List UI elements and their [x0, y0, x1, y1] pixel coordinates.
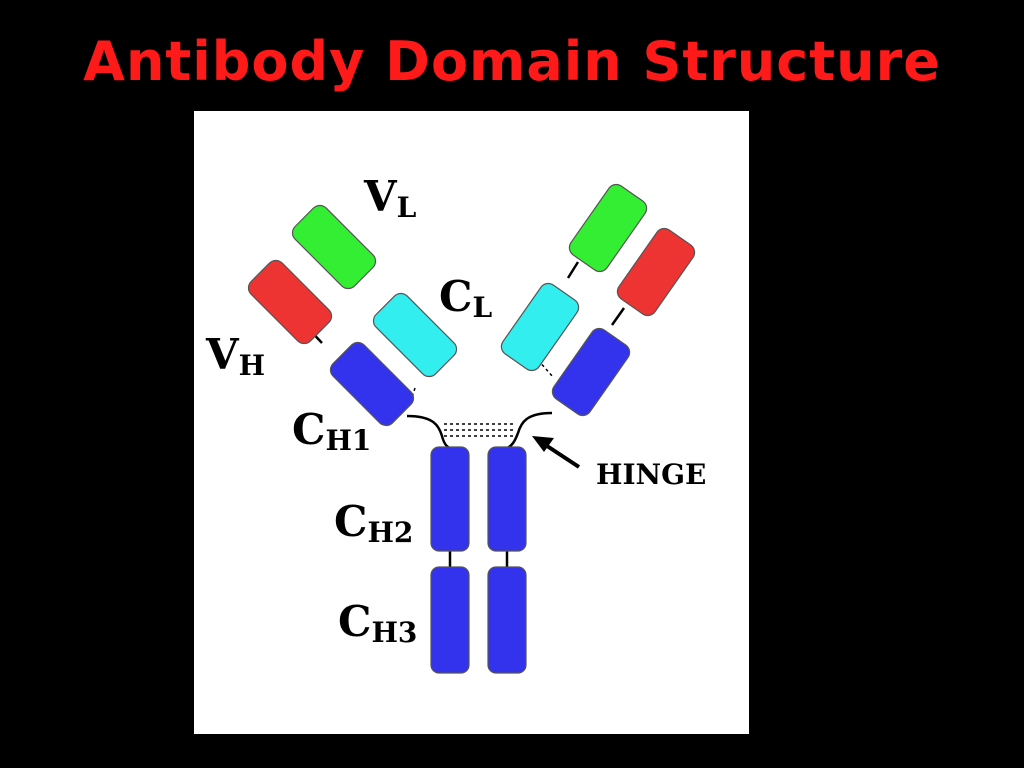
ch3-label: CH3: [338, 597, 417, 649]
slide-title: Antibody Domain Structure: [83, 30, 941, 93]
ch1-domain-left: [329, 341, 415, 427]
hinge-right: [506, 411, 553, 450]
vl-domain-left: [291, 204, 377, 290]
cl-domain-left: [372, 292, 458, 378]
vh-domain-left: [247, 259, 333, 345]
ch3-domain-right: [487, 566, 527, 674]
hinge-left: [406, 414, 451, 450]
vh-ch1-link-right: [610, 307, 626, 326]
vl-domain-right: [568, 183, 648, 273]
vl-cl-link-right: [566, 261, 580, 279]
ch2-domain-left: [430, 446, 470, 552]
ch1-domain-right: [551, 327, 631, 417]
vh-domain-right: [616, 227, 696, 317]
ch2-label: CH2: [334, 497, 413, 549]
vh-label: VH: [205, 330, 265, 382]
ch1-label: CH1: [292, 405, 371, 457]
vl-label: VL: [363, 172, 417, 224]
cl-domain-right: [500, 282, 580, 372]
hinge-arrow: [532, 436, 581, 469]
cl-label: CL: [439, 272, 492, 324]
hinge-label: HINGE: [596, 458, 706, 491]
ch2-domain-right: [487, 446, 527, 552]
antibody-diagram: VL CL VH CH1 CH2 CH3 HINGE: [194, 111, 749, 734]
ch3-domain-left: [430, 566, 470, 674]
